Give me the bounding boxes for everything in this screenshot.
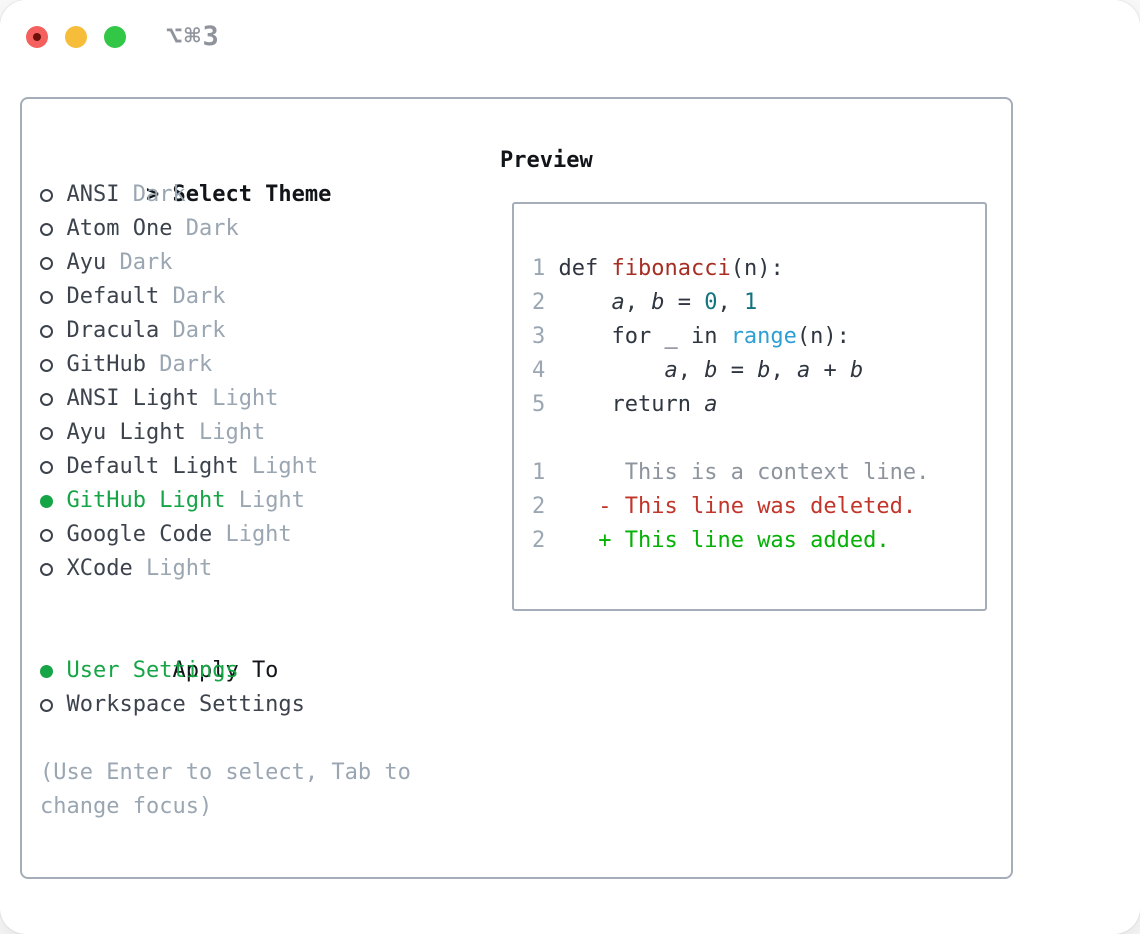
option-variant-label: Dark [119, 182, 186, 207]
radio-icon [40, 416, 67, 450]
theme-option[interactable]: Default Dark [40, 280, 411, 314]
option-variant-label: Dark [106, 250, 173, 275]
option-label: Workspace Settings [66, 692, 305, 717]
code-line: 2 a, b = 0, 1 [532, 290, 758, 315]
radio-icon [40, 518, 67, 552]
option-label: GitHub [66, 352, 146, 377]
theme-option[interactable]: GitHub Dark [40, 348, 411, 382]
theme-option[interactable]: Google Code Light [40, 518, 411, 552]
radio-selected-icon [40, 654, 67, 688]
option-label: Atom One [66, 216, 173, 241]
theme-option[interactable]: ANSI Dark [40, 178, 411, 212]
apply-to-title: Apply To [172, 658, 279, 683]
line-number: 2 [532, 290, 559, 315]
code-line: 1 This is a context line. [532, 460, 930, 485]
option-label: User Settings [66, 658, 239, 683]
option-variant-label: Light [238, 454, 319, 479]
radio-icon [40, 688, 67, 722]
theme-list-title: Select Theme [172, 182, 332, 207]
window-controls [26, 26, 126, 48]
radio-icon [40, 552, 67, 586]
spacer [40, 586, 411, 620]
option-variant-label: Dark [172, 216, 239, 241]
line-number: 5 [532, 392, 559, 417]
option-variant-label: Light [212, 522, 292, 547]
theme-option[interactable]: Dracula Dark [40, 314, 411, 348]
close-button[interactable] [26, 26, 48, 48]
radio-icon [40, 450, 67, 484]
theme-list-header: > Select Theme [40, 144, 411, 207]
code-line [532, 422, 985, 456]
line-number: 1 [532, 256, 559, 281]
theme-option[interactable]: GitHub Light Light [40, 484, 411, 518]
line-number: 4 [532, 358, 559, 383]
option-variant-label: Dark [145, 352, 213, 377]
theme-option[interactable]: Default Light Light [40, 450, 411, 484]
radio-icon [40, 212, 67, 246]
radio-icon [40, 246, 67, 280]
option-label: Default Light [66, 454, 239, 479]
option-label: Google Code [66, 522, 213, 547]
maximize-button[interactable] [104, 26, 126, 48]
option-variant-label: Light [132, 556, 213, 581]
option-label: Ayu [66, 250, 107, 275]
preview-title: Preview [500, 148, 593, 173]
line-number: 3 [532, 324, 559, 349]
spacer [40, 722, 411, 756]
radio-icon [40, 382, 67, 416]
apply-to-option[interactable]: Workspace Settings [40, 688, 411, 722]
theme-option[interactable]: Ayu Dark [40, 246, 411, 280]
theme-option[interactable]: Atom One Dark [40, 212, 411, 246]
code-line: 1 def fibonacci(n): [532, 256, 784, 281]
line-number: 1 [532, 460, 559, 485]
code-line: 3 for _ in range(n): [532, 324, 850, 349]
line-number: 2 [532, 494, 559, 519]
option-label: ANSI [66, 182, 120, 207]
minimize-button[interactable] [65, 26, 87, 48]
option-variant-label: Light [198, 386, 279, 411]
code-line: 2 + This line was added. [532, 528, 890, 553]
option-variant-label: Light [185, 420, 266, 445]
code-line: 5 return a [532, 392, 718, 417]
theme-option[interactable]: ANSI Light Light [40, 382, 411, 416]
radio-icon [40, 314, 67, 348]
option-label: ANSI Light [66, 386, 199, 411]
radio-icon [40, 280, 67, 314]
prompt-caret-icon: > [145, 182, 160, 207]
radio-icon [40, 178, 67, 212]
theme-option[interactable]: Ayu Light Light [40, 416, 411, 450]
option-label: XCode [66, 556, 133, 581]
apply-to-header: Apply To [40, 620, 411, 683]
help-text-line: (Use Enter to select, Tab to [40, 760, 411, 785]
line-number: 2 [532, 528, 559, 553]
preview-code-box: 1 def fibonacci(n): 2 a, b = 0, 1 3 for _ … [512, 202, 987, 611]
option-label: Ayu Light [66, 420, 186, 445]
code-line: 4 a, b = b, a + b [532, 358, 864, 383]
option-variant-label: Light [225, 488, 305, 513]
option-variant-label: Dark [159, 318, 226, 343]
option-label: Default [66, 284, 160, 309]
apply-to-option[interactable]: User Settings [40, 654, 411, 688]
radio-selected-icon [40, 484, 67, 518]
code-lines: 1 def fibonacci(n): 2 a, b = 0, 1 3 for _ … [532, 252, 985, 558]
option-label: GitHub Light [66, 488, 226, 513]
option-label: Dracula [66, 318, 160, 343]
theme-option[interactable]: XCode Light [40, 552, 411, 586]
code-line: 2 - This line was deleted. [532, 494, 917, 519]
radio-icon [40, 348, 67, 382]
option-variant-label: Dark [159, 284, 226, 309]
help-text-line: change focus) [40, 794, 213, 819]
window-title: ⌥⌘3 [166, 21, 221, 52]
help-text: (Use Enter to select, Tab to change focus… [40, 756, 411, 824]
